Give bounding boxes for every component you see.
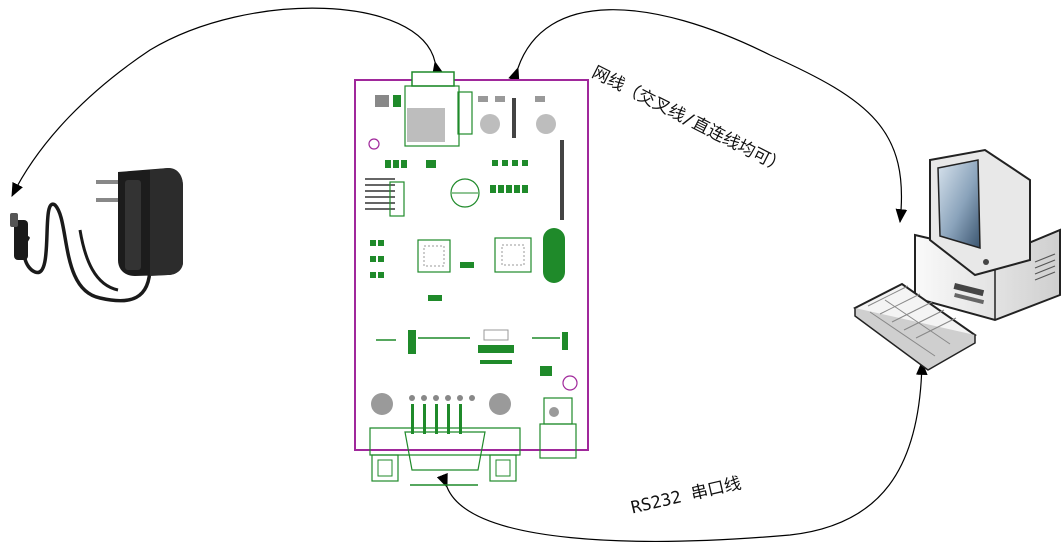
network-cable-line: [508, 9, 908, 224]
serial-cable-line: [436, 360, 928, 542]
power-cable-line: [11, 7, 444, 198]
pcb-board-icon: [354, 71, 589, 486]
desktop-computer-icon: [853, 148, 1061, 371]
power-adapter-icon: [10, 168, 183, 303]
